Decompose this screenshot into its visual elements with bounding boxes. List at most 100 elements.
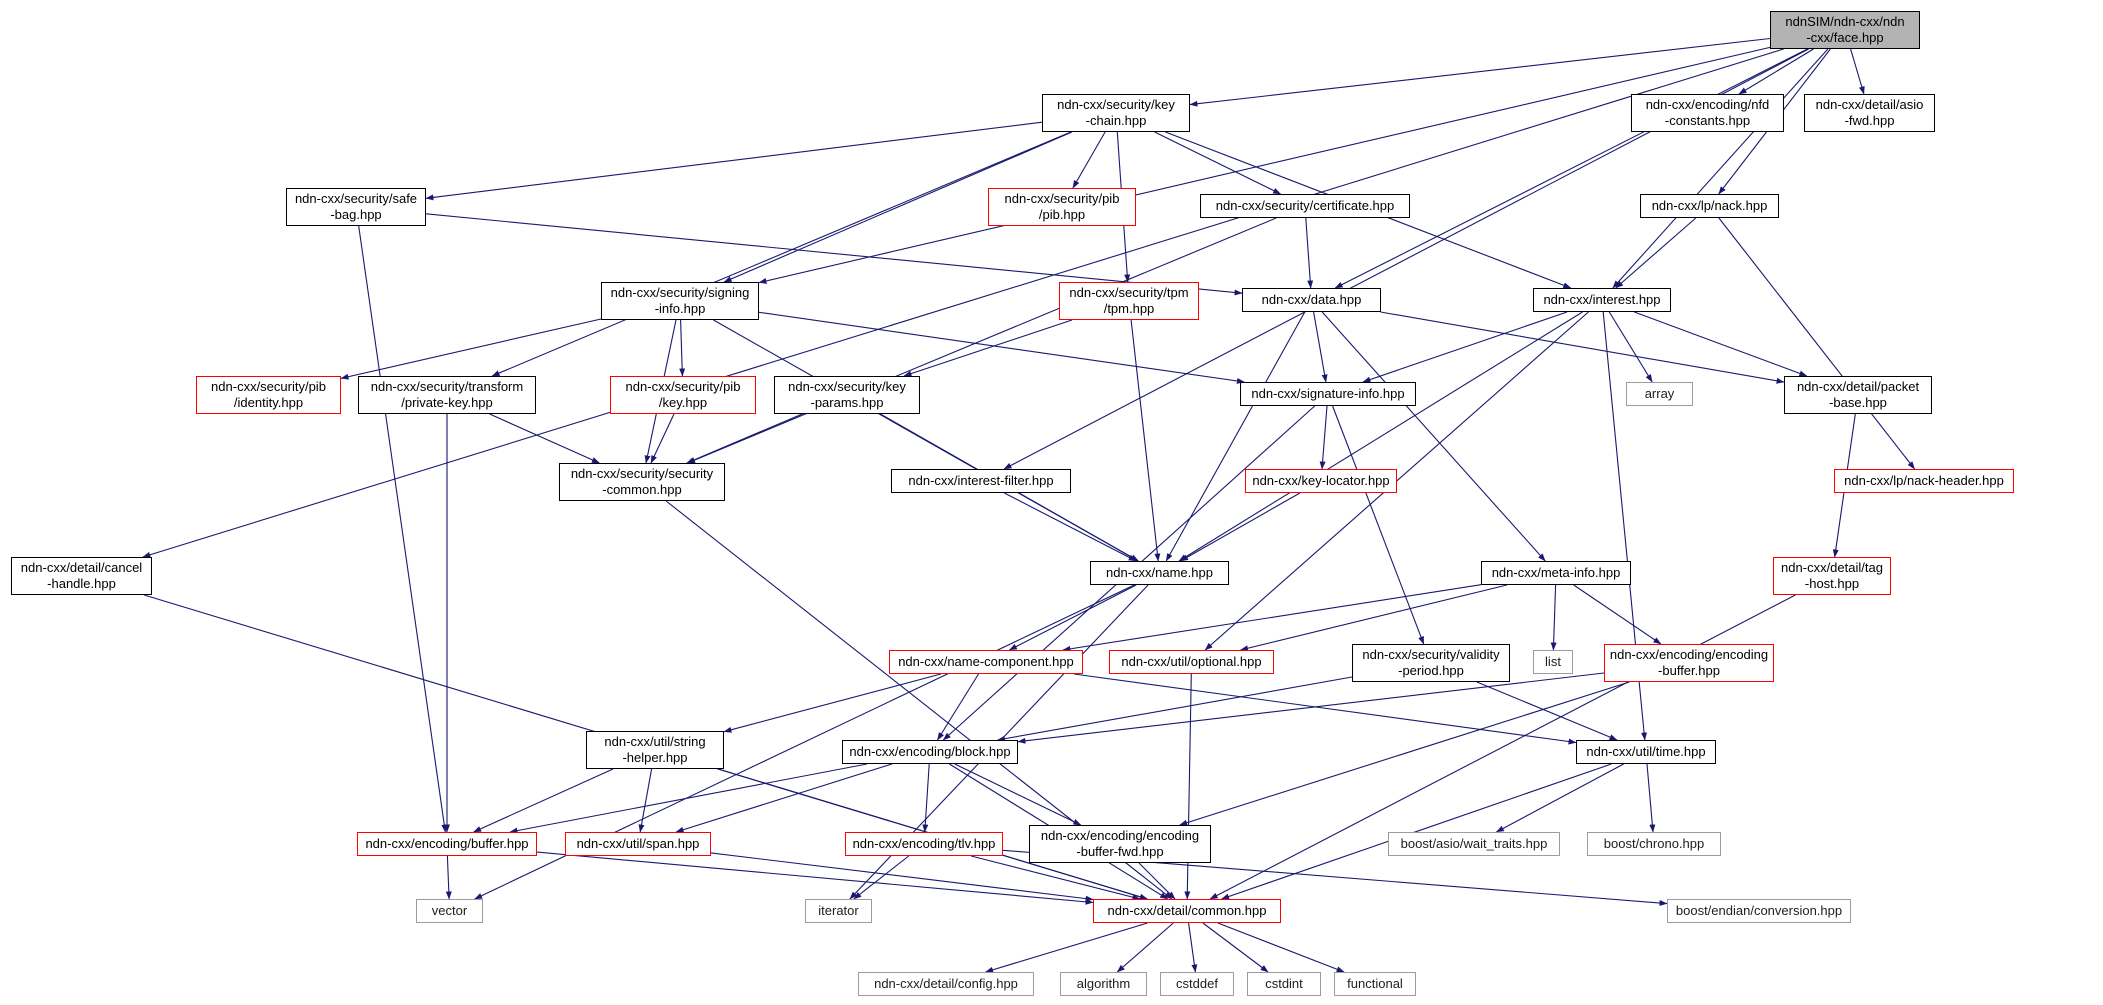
graph-node-label: ndn-cxx/security/tpm bbox=[1069, 285, 1189, 300]
graph-node-label: /identity.hpp bbox=[233, 395, 304, 410]
graph-node-label: boost/endian/conversion.hpp bbox=[1675, 903, 1843, 918]
graph-node-label: ndn-cxx/security/safe bbox=[294, 191, 418, 206]
graph-node-tpmtpm[interactable]: ndn-cxx/security/tpm/tpm.hpp bbox=[1059, 282, 1199, 320]
edge-keychain-pibpib bbox=[1072, 131, 1106, 189]
edge-encodingbuffer-block bbox=[1017, 672, 1605, 744]
graph-node-algorithm: algorithm bbox=[1060, 972, 1147, 996]
graph-node-label: -common.hpp bbox=[602, 482, 682, 497]
edge-face-data bbox=[1334, 48, 1808, 289]
graph-node-keylocator[interactable]: ndn-cxx/key-locator.hpp bbox=[1245, 469, 1397, 493]
edge-buffer-common bbox=[536, 851, 1094, 905]
graph-node-name[interactable]: ndn-cxx/name.hpp bbox=[1090, 561, 1229, 585]
graph-node-label: ndn-cxx/detail/packet bbox=[1796, 379, 1920, 394]
edge-metainfo-optional bbox=[1240, 584, 1508, 652]
graph-node-label: -buffer-fwd.hpp bbox=[1076, 844, 1164, 859]
graph-node-label: boost/chrono.hpp bbox=[1603, 836, 1705, 851]
graph-node-label: ndn-cxx/detail/common.hpp bbox=[1107, 903, 1267, 918]
graph-node-label: -constants.hpp bbox=[1664, 113, 1751, 128]
graph-node-label: ndn-cxx/security/pib bbox=[625, 379, 741, 394]
graph-node-metainfo[interactable]: ndn-cxx/meta-info.hpp bbox=[1481, 561, 1631, 585]
graph-node-securitycommon[interactable]: ndn-cxx/security/security-common.hpp bbox=[559, 463, 725, 501]
graph-node-pibidentity[interactable]: ndn-cxx/security/pib/identity.hpp bbox=[196, 376, 341, 414]
edge-privatekey-securitycommon bbox=[489, 413, 600, 464]
edge-metainfo-namecomponent bbox=[1062, 584, 1482, 652]
graph-node-interest[interactable]: ndn-cxx/interest.hpp bbox=[1533, 288, 1671, 312]
graph-node-bufferfwd[interactable]: ndn-cxx/encoding/encoding-buffer-fwd.hpp bbox=[1029, 825, 1211, 863]
graph-node-label: ndn-cxx/security/key bbox=[788, 379, 906, 394]
graph-node-certificate[interactable]: ndn-cxx/security/certificate.hpp bbox=[1200, 194, 1410, 218]
graph-node-label: ndn-cxx/encoding/nfd bbox=[1645, 97, 1770, 112]
edge-time-common bbox=[1221, 763, 1612, 900]
edge-block-span bbox=[675, 763, 893, 833]
graph-node-label: ndn-cxx/encoding/encoding bbox=[1040, 828, 1200, 843]
graph-node-stringhelper[interactable]: ndn-cxx/util/string-helper.hpp bbox=[586, 731, 724, 769]
edge-signatureinfo-keylocator bbox=[1319, 405, 1328, 470]
edge-bufferfwd-common bbox=[1138, 862, 1176, 900]
graph-node-endian: boost/endian/conversion.hpp bbox=[1667, 899, 1851, 923]
graph-node-label: ndn-cxx/lp/nack-header.hpp bbox=[1844, 473, 2004, 488]
graph-node-privatekey[interactable]: ndn-cxx/security/transform/private-key.h… bbox=[358, 376, 536, 414]
edge-data-signatureinfo bbox=[1313, 311, 1328, 383]
edge-stringhelper-span bbox=[638, 768, 653, 833]
graph-node-signinginfo[interactable]: ndn-cxx/security/signing-info.hpp bbox=[601, 282, 759, 320]
graph-node-common[interactable]: ndn-cxx/detail/common.hpp bbox=[1093, 899, 1281, 923]
edge-namecomponent-stringhelper bbox=[723, 673, 942, 733]
graph-node-asiofwd[interactable]: ndn-cxx/detail/asio-fwd.hpp bbox=[1804, 94, 1935, 132]
graph-node-label: iterator bbox=[818, 903, 859, 918]
graph-node-optional[interactable]: ndn-cxx/util/optional.hpp bbox=[1109, 650, 1274, 674]
graph-node-buffer[interactable]: ndn-cxx/encoding/buffer.hpp bbox=[357, 832, 537, 856]
graph-node-label: /tpm.hpp bbox=[1103, 301, 1155, 316]
graph-node-validityperiod[interactable]: ndn-cxx/security/validity-period.hpp bbox=[1352, 644, 1510, 682]
graph-node-pibpib[interactable]: ndn-cxx/security/pib/pib.hpp bbox=[988, 188, 1136, 226]
graph-node-keyparams[interactable]: ndn-cxx/security/key-params.hpp bbox=[774, 376, 920, 414]
graph-node-label: -info.hpp bbox=[654, 301, 706, 316]
graph-node-label: boost/asio/wait_traits.hpp bbox=[1400, 836, 1548, 851]
graph-node-nackheader[interactable]: ndn-cxx/lp/nack-header.hpp bbox=[1834, 469, 2014, 493]
graph-node-packetbase[interactable]: ndn-cxx/detail/packet-base.hpp bbox=[1784, 376, 1932, 414]
graph-node-label: ndn-cxx/key-locator.hpp bbox=[1252, 473, 1390, 488]
edge-face-cancelhandle bbox=[142, 48, 1784, 558]
graph-node-iterator: iterator bbox=[805, 899, 872, 923]
graph-node-keychain[interactable]: ndn-cxx/security/key-chain.hpp bbox=[1042, 94, 1190, 132]
edge-common-cstddef bbox=[1188, 922, 1198, 973]
graph-node-waittraits: boost/asio/wait_traits.hpp bbox=[1388, 832, 1560, 856]
graph-node-label: cstddef bbox=[1176, 976, 1218, 991]
graph-node-label: ndn-cxx/security/signing bbox=[610, 285, 750, 300]
graph-node-cstdint: cstdint bbox=[1247, 972, 1321, 996]
graph-node-interestfilter[interactable]: ndn-cxx/interest-filter.hpp bbox=[891, 469, 1071, 493]
graph-node-taghost[interactable]: ndn-cxx/detail/tag-host.hpp bbox=[1773, 557, 1891, 595]
graph-node-nfdconstants[interactable]: ndn-cxx/encoding/nfd-constants.hpp bbox=[1631, 94, 1784, 132]
graph-node-functional: functional bbox=[1334, 972, 1416, 996]
graph-node-config: ndn-cxx/detail/config.hpp bbox=[858, 972, 1034, 996]
graph-node-label: ndn-cxx/detail/cancel bbox=[20, 560, 143, 575]
graph-node-label: /private-key.hpp bbox=[401, 395, 493, 410]
graph-node-cancelhandle[interactable]: ndn-cxx/detail/cancel-handle.hpp bbox=[11, 557, 152, 595]
graph-node-time[interactable]: ndn-cxx/util/time.hpp bbox=[1576, 740, 1716, 764]
graph-node-face: ndnSIM/ndn-cxx/ndn-cxx/face.hpp bbox=[1770, 11, 1920, 49]
edge-lpnack-nackheader bbox=[1718, 217, 1916, 470]
graph-node-lpnack[interactable]: ndn-cxx/lp/nack.hpp bbox=[1640, 194, 1779, 218]
graph-node-label: array bbox=[1644, 386, 1675, 401]
graph-node-label: ndn-cxx/security/pib bbox=[1004, 191, 1120, 206]
edge-data-metainfo bbox=[1321, 311, 1546, 562]
edge-data-name bbox=[1165, 311, 1306, 562]
graph-node-namecomponent[interactable]: ndn-cxx/name-component.hpp bbox=[889, 650, 1083, 674]
graph-node-label: -params.hpp bbox=[810, 395, 884, 410]
edge-common-functional bbox=[1217, 922, 1345, 973]
edge-signinginfo-pibidentity bbox=[340, 318, 602, 380]
graph-node-label: ndn-cxx/detail/asio bbox=[1815, 97, 1924, 112]
graph-node-chrono: boost/chrono.hpp bbox=[1587, 832, 1721, 856]
edge-interest-signatureinfo bbox=[1362, 311, 1568, 383]
graph-node-label: ndn-cxx/encoding/buffer.hpp bbox=[365, 836, 529, 851]
graph-node-span[interactable]: ndn-cxx/util/span.hpp bbox=[565, 832, 711, 856]
graph-node-pibkey[interactable]: ndn-cxx/security/pib/key.hpp bbox=[610, 376, 756, 414]
graph-node-signatureinfo[interactable]: ndn-cxx/signature-info.hpp bbox=[1240, 382, 1416, 406]
edge-interestfilter-name bbox=[1004, 492, 1137, 562]
graph-node-data[interactable]: ndn-cxx/data.hpp bbox=[1242, 288, 1381, 312]
graph-node-safebag[interactable]: ndn-cxx/security/safe-bag.hpp bbox=[286, 188, 426, 226]
edge-interest-packetbase bbox=[1634, 311, 1808, 377]
graph-node-tlv[interactable]: ndn-cxx/encoding/tlv.hpp bbox=[845, 832, 1003, 856]
graph-node-encodingbuffer[interactable]: ndn-cxx/encoding/encoding-buffer.hpp bbox=[1604, 644, 1774, 682]
graph-node-block[interactable]: ndn-cxx/encoding/block.hpp bbox=[842, 740, 1018, 764]
edge-common-config bbox=[985, 922, 1148, 973]
